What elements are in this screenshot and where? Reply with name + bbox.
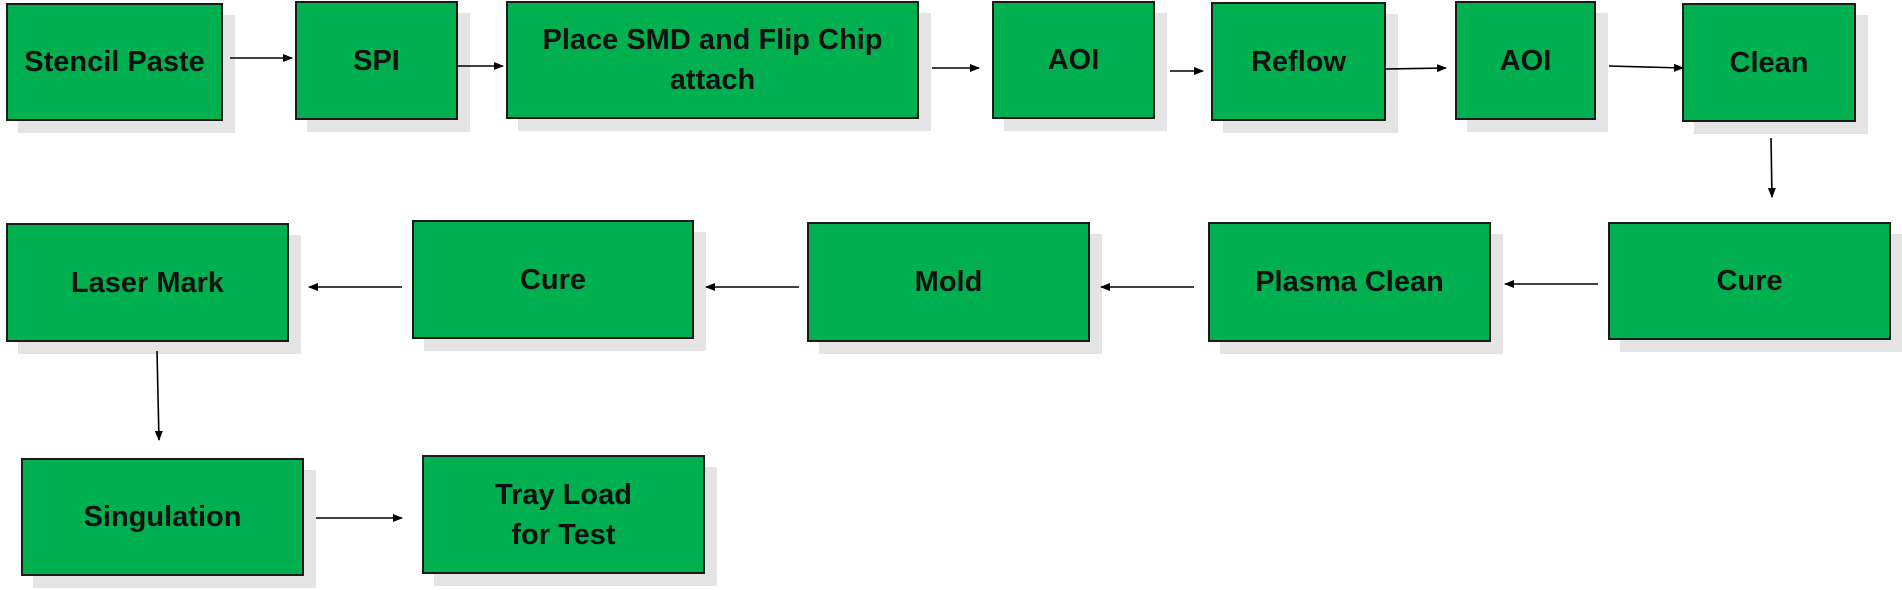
step-laser-mark: Laser Mark xyxy=(6,223,289,342)
step-clean: Clean xyxy=(1682,3,1856,122)
step-tray-load-for-test: Tray Load for Test xyxy=(422,455,705,574)
step-cure-1: Cure xyxy=(1608,222,1891,340)
step-stencil-paste: Stencil Paste xyxy=(6,3,223,121)
step-aoi-1: AOI xyxy=(992,1,1155,119)
step-mold: Mold xyxy=(807,222,1090,342)
step-reflow: Reflow xyxy=(1211,2,1386,121)
arrow-aoi-to-clean xyxy=(1608,63,1684,72)
arrow-clean-to-cure xyxy=(1767,137,1776,198)
arrow-laser-to-singulation xyxy=(154,350,163,441)
arrow-reflow-to-aoi xyxy=(1384,64,1447,73)
step-cure-2: Cure xyxy=(412,220,694,339)
step-plasma-clean: Plasma Clean xyxy=(1208,222,1491,342)
step-aoi-2: AOI xyxy=(1455,1,1596,120)
step-singulation: Singulation xyxy=(21,458,304,576)
step-spi: SPI xyxy=(295,1,458,120)
step-place-smd-flip-chip-attach: Place SMD and Flip Chip attach xyxy=(506,1,919,119)
